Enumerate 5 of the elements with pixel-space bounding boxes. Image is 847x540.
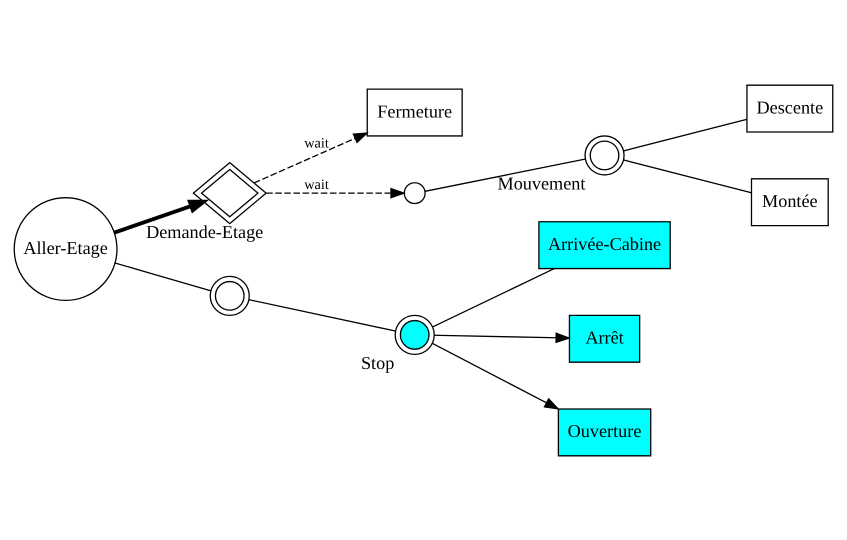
edge-label: wait (304, 176, 329, 192)
node-label: Mouvement (498, 172, 586, 193)
edge-label: wait (304, 134, 329, 151)
node-label: Stop (360, 352, 394, 372)
node-label: Demande-Etage (146, 221, 264, 242)
